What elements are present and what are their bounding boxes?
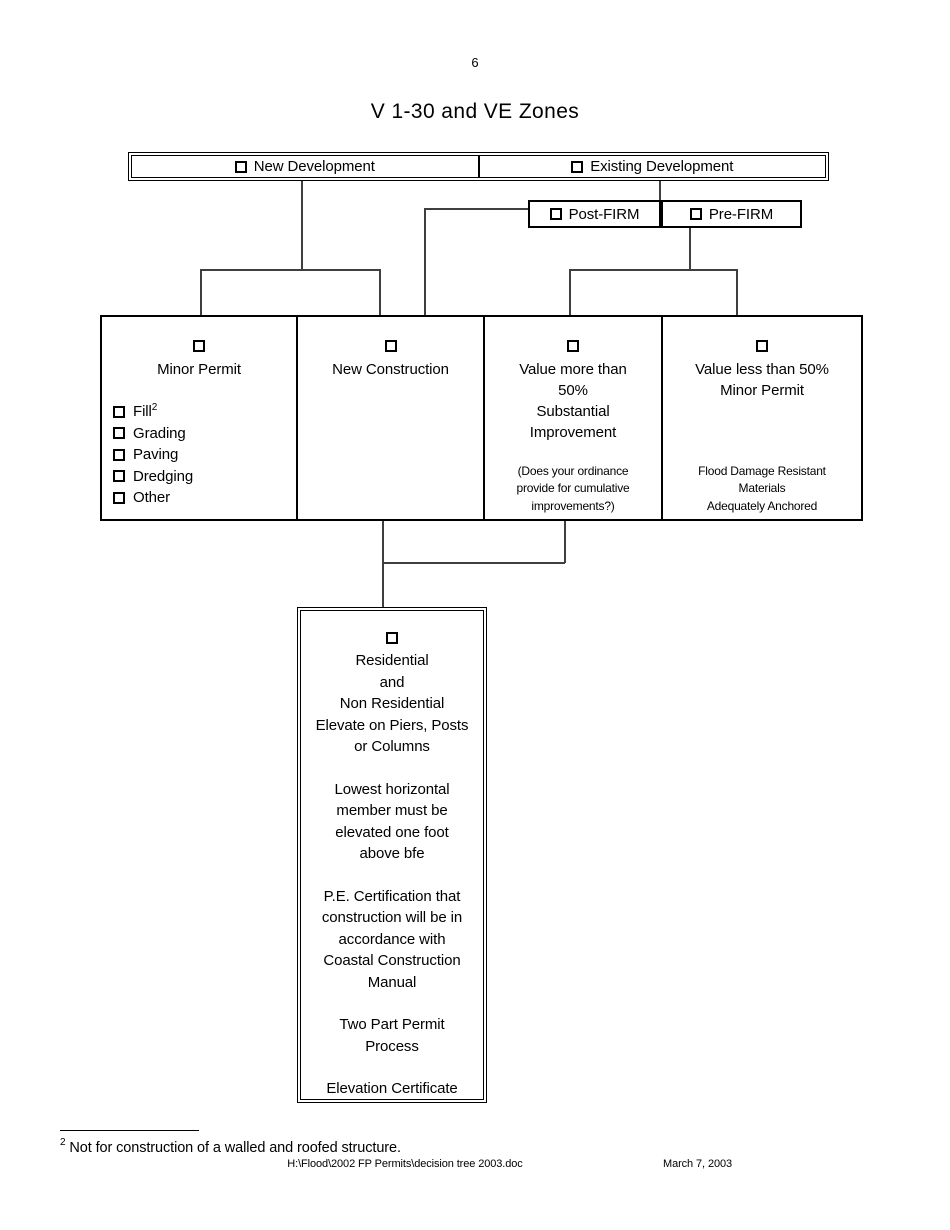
node-existing-development: Existing Development [478, 155, 826, 178]
materials-note: Flood Damage Resistant Materials Adequat… [698, 463, 826, 513]
option-label: Dredging [133, 467, 194, 485]
detail-group-certification: P.E. Certification that construction wil… [321, 887, 463, 991]
node-value-less-50: Value less than 50% Minor Permit Flood D… [661, 317, 861, 519]
footnote-divider [60, 1130, 199, 1131]
development-row: New Development Existing Development [128, 152, 829, 181]
checkbox-icon [549, 208, 562, 220]
checkbox-icon [571, 160, 584, 173]
ordinance-note: (Does your ordinance provide for cumulat… [516, 463, 630, 513]
node-title-line: 50% [558, 382, 588, 399]
option-label: Fill2 [133, 402, 158, 421]
checkbox-icon [384, 340, 397, 352]
node-label: New Development [253, 158, 375, 175]
option-label: Paving [133, 446, 179, 464]
page-title: V 1-30 and VE Zones [370, 100, 580, 123]
node-new-construction: New Construction [296, 317, 483, 519]
checkbox-icon [193, 340, 205, 352]
option-label: Other [133, 489, 171, 507]
detail-group-structure: Residential and Non Residential Elevate … [315, 652, 469, 755]
checkbox-icon [113, 405, 125, 418]
connector-left-bracket [200, 269, 381, 316]
permit-options-list: Fill2 Grading Paving Dredging Other [102, 401, 296, 509]
node-title-line: Value more than [519, 361, 627, 378]
footnote-ref: 2 [60, 1137, 66, 1149]
node-label: Post-FIRM [568, 205, 640, 223]
footnote-text: 2 Not for construction of a walled and r… [60, 1137, 401, 1156]
option-paving: Paving [113, 444, 296, 466]
detail-group-elevation: Lowest horizontal member must be elevate… [334, 780, 450, 863]
checkbox-icon [113, 427, 125, 440]
node-post-firm: Post-FIRM [528, 200, 661, 228]
detail-group-certificate: Elevation Certificate [326, 1080, 458, 1097]
node-title: Minor Permit [157, 361, 241, 378]
node-label: Existing Development [590, 158, 734, 175]
footer-date: March 7, 2003 [663, 1158, 733, 1170]
checkbox-icon [113, 491, 125, 504]
page-number: 6 [471, 55, 479, 70]
node-new-development: New Development [131, 155, 479, 178]
option-fill: Fill2 [113, 401, 296, 423]
node-title-line: Minor Permit [720, 382, 804, 399]
checkbox-icon [113, 448, 125, 461]
detail-group-permit-process: Two Part Permit Process [339, 1016, 445, 1055]
connector-postfirm-elbow [424, 208, 528, 316]
option-label: Grading [133, 424, 186, 442]
connector-right-bracket [569, 269, 738, 316]
node-title-line: Substantial [536, 403, 610, 420]
checkbox-icon [234, 160, 247, 173]
checkbox-icon [386, 632, 398, 644]
node-title-line: Improvement [529, 424, 617, 441]
option-grading: Grading [113, 423, 296, 445]
node-label: Pre-FIRM [708, 205, 774, 223]
checkbox-icon [689, 208, 702, 220]
checkbox-icon [756, 340, 768, 352]
checkbox-icon [113, 470, 125, 483]
node-title: New Construction [332, 361, 449, 378]
checkbox-icon [567, 340, 579, 352]
footer-file-path: H:\Flood\2002 FP Permits\decision tree 2… [287, 1158, 523, 1170]
node-value-more-50: Value more than 50% Substantial Improvem… [483, 317, 661, 519]
node-minor-permit: Minor Permit Fill2 Grading Paving Dredgi… [102, 317, 296, 519]
node-title-line: Value less than 50% [695, 361, 829, 378]
footnote-ref: 2 [151, 402, 158, 414]
option-dredging: Dredging [113, 466, 296, 488]
node-residential-detail: Residential and Non Residential Elevate … [297, 607, 487, 1103]
firm-row: Post-FIRM Pre-FIRM [528, 200, 802, 228]
decision-row: Minor Permit Fill2 Grading Paving Dredgi… [100, 315, 863, 521]
node-pre-firm: Pre-FIRM [661, 200, 802, 228]
option-other: Other [113, 487, 296, 509]
